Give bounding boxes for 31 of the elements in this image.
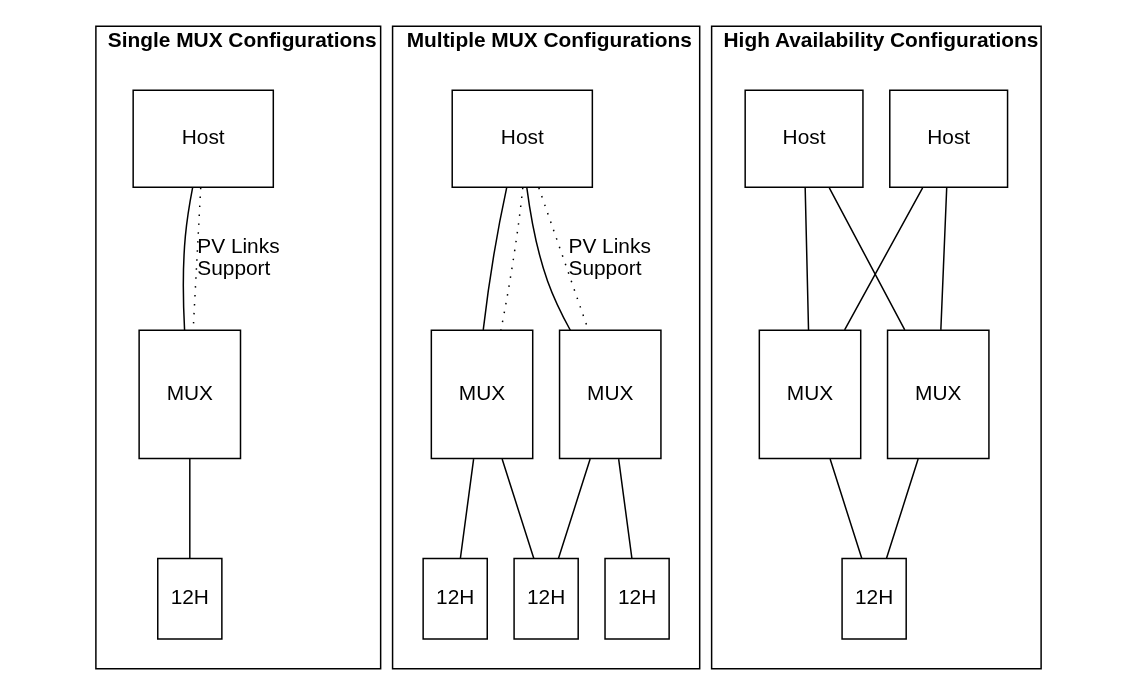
connector — [829, 458, 863, 560]
edge-label: PV Links Support — [197, 234, 280, 280]
connector — [526, 186, 572, 331]
node-box: MUX — [886, 329, 990, 460]
node-box: Host — [744, 89, 864, 188]
connector — [501, 458, 535, 560]
node-box: 12H — [422, 557, 488, 640]
connector — [557, 458, 591, 560]
connector — [482, 187, 508, 331]
node-box: MUX — [138, 329, 242, 460]
node-box: 12H — [157, 557, 223, 640]
node-box: 12H — [604, 557, 670, 640]
node-box: MUX — [558, 329, 662, 460]
node-box: Host — [132, 89, 275, 188]
node-box: MUX — [758, 329, 862, 460]
node-box: Host — [889, 89, 1009, 188]
connector — [843, 187, 924, 331]
node-box: 12H — [841, 557, 907, 640]
connector — [828, 187, 906, 331]
connector — [189, 458, 191, 560]
node-box: MUX — [430, 329, 534, 460]
connector — [804, 187, 810, 331]
connector — [500, 187, 524, 331]
connector — [617, 458, 633, 560]
connector — [459, 458, 475, 560]
node-box: Host — [451, 89, 594, 188]
connector — [940, 187, 948, 331]
connector — [182, 186, 194, 331]
edge-label: PV Links Support — [568, 234, 651, 280]
connector — [885, 458, 919, 560]
node-box: 12H — [513, 557, 579, 640]
